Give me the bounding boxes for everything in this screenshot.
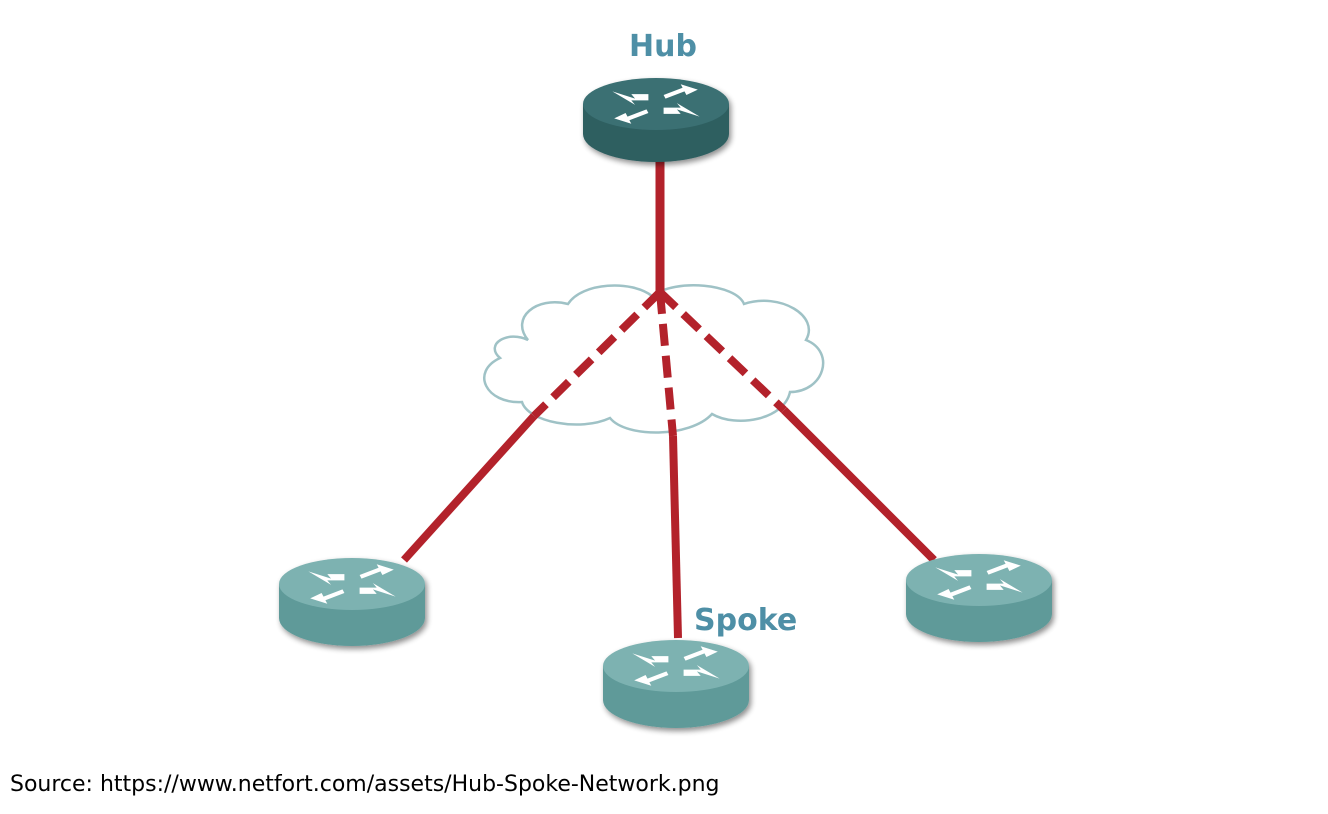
link-right-solid (781, 407, 937, 563)
spoke-router-center-icon (603, 640, 749, 728)
source-caption: Source: https://www.netfort.com/assets/H… (10, 772, 720, 797)
spoke-label: Spoke (694, 603, 798, 638)
hub-label: Hub (629, 29, 697, 64)
spoke-router-right-icon (906, 554, 1052, 642)
network-links (401, 160, 937, 639)
network-cloud (483, 284, 825, 434)
link-center-dashed (656, 291, 677, 437)
link-center-solid (669, 435, 682, 639)
link-left-dashed (531, 289, 663, 419)
link-right-dashed (657, 289, 787, 413)
spoke-router-left-icon (279, 558, 425, 646)
link-left-solid (401, 413, 537, 563)
hub-router-icon (583, 78, 729, 162)
